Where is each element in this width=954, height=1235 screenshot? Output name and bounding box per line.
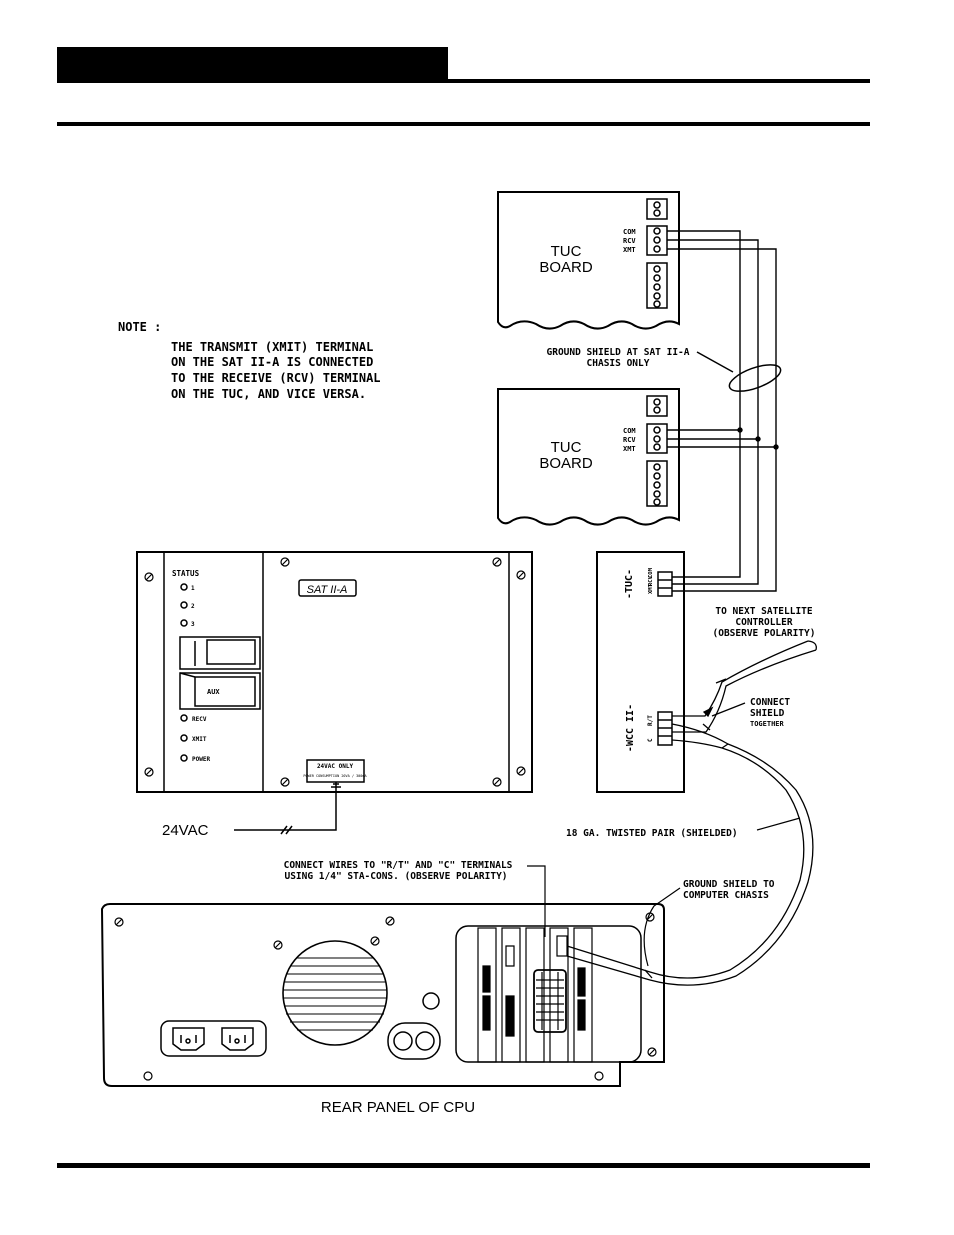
- sat-aux-label: AUX: [207, 688, 220, 696]
- comm-bus-wires: [667, 230, 779, 592]
- sat-ii-a-unit: STATUS 1 2 3 AUX RECV XMIT POWER SAT II-…: [136, 551, 533, 793]
- connect-shield-label: SHIELD: [750, 708, 785, 719]
- sat-status-led-label: 2: [191, 603, 195, 610]
- tuc1-terminal-xmt: XMT: [623, 246, 636, 254]
- tuc2-label: TUC: [551, 439, 582, 456]
- sat-title: SAT II-A: [307, 584, 348, 596]
- tuc2-terminal-rcv: RCV: [623, 436, 636, 444]
- wcc-connector-label: -WCC II-: [625, 704, 636, 752]
- header-rule-top: [57, 79, 870, 83]
- note-line: THE TRANSMIT (XMIT) TERMINAL: [171, 340, 373, 354]
- next-satellite-label: TO NEXT SATELLITE: [715, 606, 813, 617]
- sat-status-led-label: 1: [191, 585, 195, 592]
- next-satellite-label: (OBSERVE POLARITY): [713, 628, 816, 639]
- tuc1-terminal-rcv: RCV: [623, 237, 636, 245]
- note-line: TO THE RECEIVE (RCV) TERMINAL: [171, 371, 381, 385]
- connect-wires-label: CONNECT WIRES TO "R/T" AND "C" TERMINALS: [284, 860, 513, 871]
- tuc1-terminal-com: COM: [623, 228, 636, 236]
- cpu-label: REAR PANEL OF CPU: [321, 1099, 475, 1116]
- power-feed: 24VAC: [162, 782, 341, 839]
- next-satellite-label: CONTROLLER: [735, 617, 792, 628]
- ground-shield-callout: GROUND SHIELD AT SAT II-A CHASIS ONLY: [547, 347, 782, 392]
- tuc-pin-label: COM: [648, 567, 654, 578]
- ground-computer-label: GROUND SHIELD TO: [683, 879, 775, 890]
- ground-shield-sat-label: CHASIS ONLY: [587, 358, 650, 369]
- connector-panel: -TUC- COM RCV XMT -WCC II- R/T C: [596, 551, 685, 793]
- tuc2-terminal-com: COM: [623, 427, 636, 435]
- note-line: ON THE TUC, AND VICE VERSA.: [171, 387, 366, 401]
- connect-wires-label: USING 1/4" STA-CONS. (OBSERVE POLARITY): [284, 871, 507, 882]
- footer-rule: [57, 1163, 870, 1168]
- sat-led-power: POWER: [192, 756, 210, 763]
- sat-led-xmit: XMIT: [192, 736, 207, 743]
- tuc-pin-label: RCV: [648, 575, 654, 586]
- ground-shield-sat-label: GROUND SHIELD AT SAT II-A: [547, 347, 690, 358]
- sat-power-label: 24VAC ONLY: [317, 763, 354, 770]
- note-block: NOTE : THE TRANSMIT (XMIT) TERMINAL ON T…: [118, 320, 381, 401]
- sat-power-sub: POWER CONSUMPTION 20VA / 300mA: [303, 774, 367, 778]
- header-rule-bottom: [57, 122, 870, 126]
- note-heading: NOTE :: [118, 320, 161, 334]
- wcc-pin-label: R/T: [647, 715, 654, 726]
- tuc-pin-label: XMT: [648, 583, 654, 594]
- tuc1-label: BOARD: [539, 259, 593, 276]
- tuc2-terminal-xmt: XMT: [623, 445, 636, 453]
- tuc-board-2: COM RCV XMT TUC BOARD: [497, 388, 680, 526]
- wcc-pin-label: C: [647, 738, 654, 742]
- callouts: TO NEXT SATELLITE CONTROLLER (OBSERVE PO…: [284, 606, 816, 901]
- sat-status-label: STATUS: [172, 569, 200, 578]
- connect-shield-label: TOGETHER: [750, 720, 785, 728]
- cpu-rear-panel: REAR PANEL OF CPU: [100, 903, 665, 1116]
- connect-shield-label: CONNECT: [750, 697, 790, 708]
- next-satellite-cable: [672, 640, 817, 733]
- sat-led-recv: RECV: [192, 716, 207, 723]
- note-line: ON THE SAT II-A IS CONNECTED: [171, 355, 373, 369]
- twisted-pair-label: 18 GA. TWISTED PAIR (SHIELDED): [566, 828, 738, 839]
- sat-status-led-label: 3: [191, 621, 195, 628]
- header-black-tab: [57, 47, 448, 82]
- callout-leaders: [527, 817, 801, 967]
- vac-label: 24VAC: [162, 822, 209, 839]
- tuc-connector-label: -TUC-: [624, 569, 635, 599]
- tuc2-label: BOARD: [539, 455, 593, 472]
- tuc-board-1: COM RCV XMT TUC BOARD: [497, 191, 680, 330]
- ground-computer-label: COMPUTER CHASIS: [683, 890, 769, 901]
- twisted-pair-cable: [566, 723, 814, 986]
- tuc1-label: TUC: [551, 243, 582, 260]
